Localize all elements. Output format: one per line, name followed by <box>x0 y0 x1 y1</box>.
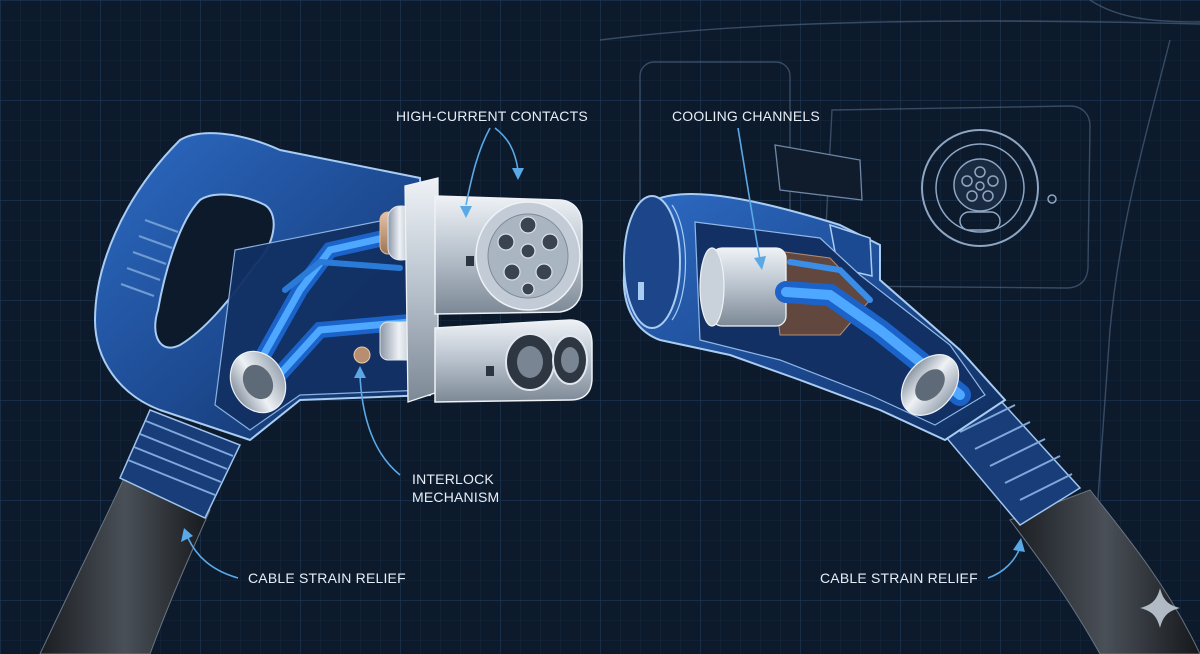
callout-leaders <box>181 127 1025 579</box>
left-coolant-lines <box>247 224 418 393</box>
label-strain-relief-right: CABLE STRAIN RELIEF <box>820 570 978 586</box>
sparkle-icon <box>1140 588 1180 628</box>
label-high-current-contacts: HIGH-CURRENT CONTACTS <box>396 108 588 124</box>
left-strain-relief <box>119 409 242 519</box>
right-front-rim <box>623 195 681 329</box>
left-grip-ribs <box>120 218 179 298</box>
right-cable-collar <box>900 354 960 416</box>
left-lower-dc-inlet <box>434 319 593 403</box>
port-lid <box>774 144 863 201</box>
left-interlock-cam <box>353 346 371 364</box>
label-interlock-line1: INTERLOCK <box>412 471 494 487</box>
label-cooling-channels: COOLING CHANNELS <box>672 108 820 124</box>
left-cable-collar <box>229 350 287 414</box>
right-contact-cylinder <box>699 247 787 327</box>
vehicle-charge-port <box>921 129 1057 247</box>
left-connector <box>39 132 593 654</box>
left-grip-opening <box>154 193 275 349</box>
left-upper-inlet <box>434 195 583 315</box>
left-faceplate <box>404 177 439 403</box>
label-interlock-line2: MECHANISM <box>412 489 499 505</box>
label-strain-relief-left: CABLE STRAIN RELIEF <box>248 570 406 586</box>
